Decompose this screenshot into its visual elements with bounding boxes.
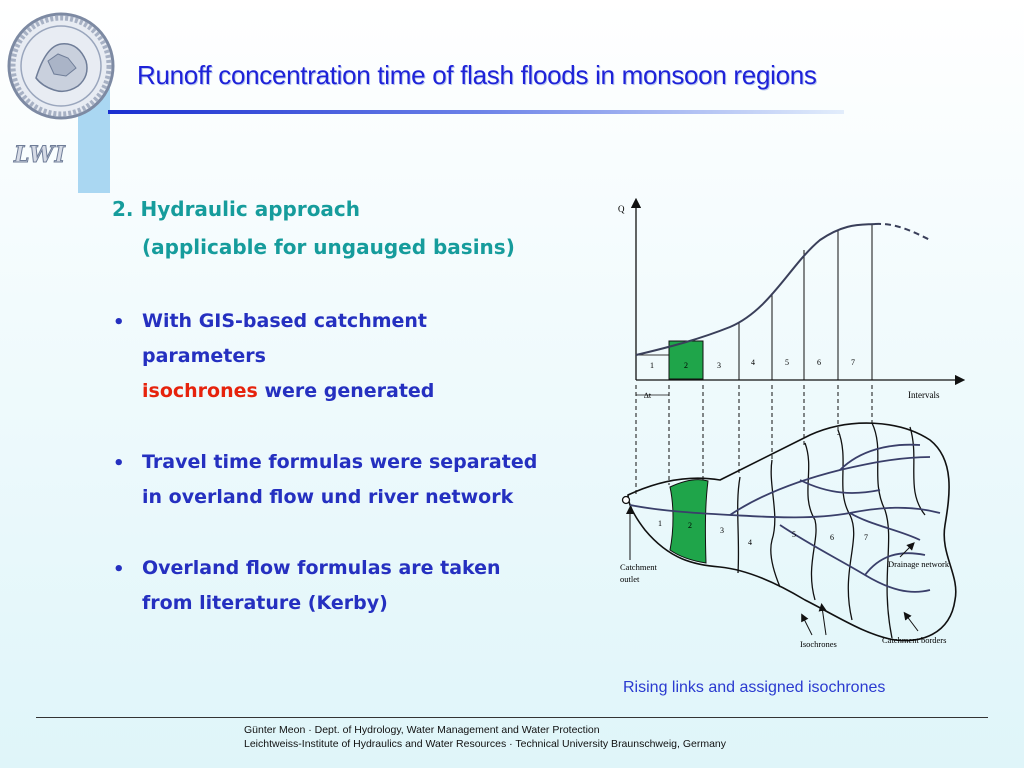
- bullet-dot: •: [113, 453, 125, 474]
- bullet-2: Travel time formulas were separated in o…: [142, 445, 537, 515]
- catchment-outlet-label: Catchment: [620, 562, 657, 572]
- interval-label: 5: [785, 358, 789, 367]
- interval-label: 7: [851, 358, 855, 367]
- isochrones: [737, 422, 926, 639]
- catchment-outlet-label: outlet: [620, 574, 640, 584]
- interval-label: 4: [751, 358, 755, 367]
- catchment-border: [627, 422, 957, 642]
- isochrone-label: 3: [720, 526, 724, 535]
- bullet-3: Overland flow formulas are taken from li…: [142, 551, 501, 621]
- university-seal: [7, 12, 115, 120]
- extrapolated-limb: [874, 222, 931, 241]
- title-underline: [108, 110, 844, 114]
- footer-divider: [36, 717, 988, 718]
- intervals-label: Intervals: [908, 390, 940, 400]
- lwi-logo: LWI: [14, 142, 66, 169]
- bullet-2-line-2: in overland flow und river network: [142, 486, 514, 508]
- bullet-dot: •: [113, 312, 125, 333]
- bullet-1-line-3: isochrones were generated: [142, 374, 434, 409]
- isochrones-label: Isochrones: [800, 639, 837, 649]
- interval-label: 6: [817, 358, 821, 367]
- isochrone-label: 1: [658, 519, 662, 528]
- isochrone-label: 4: [748, 538, 752, 547]
- isochrone-label: 7: [864, 533, 868, 542]
- delta-t-label: ∆t: [644, 391, 652, 400]
- interval-label: 1: [650, 361, 654, 370]
- bullet-3-line-2: from literature (Kerby): [142, 592, 388, 614]
- footer-line-1: Günter Meon · Dept. of Hydrology, Water …: [244, 724, 600, 736]
- footer: Günter Meon · Dept. of Hydrology, Water …: [244, 723, 726, 751]
- bullet-1-line-2: parameters: [142, 345, 266, 367]
- figure-caption: Rising links and assigned isochrones: [623, 679, 886, 696]
- heading-line-1: 2. Hydraulic approach: [112, 197, 361, 221]
- isochrones-highlight: isochrones: [142, 380, 258, 402]
- drainage-network: [629, 443, 941, 593]
- bullet-dot: •: [113, 559, 125, 580]
- highlighted-interval: [668, 340, 704, 380]
- drainage-network-label: Drainage network: [888, 559, 950, 569]
- isochrone-label: 6: [830, 533, 834, 542]
- isochrone-label: 5: [792, 530, 796, 539]
- isochrone-highlight-zone: [669, 479, 709, 564]
- bullet-3-line-1: Overland flow formulas are taken: [142, 557, 501, 579]
- bullet-1-line-1: With GIS-based catchment: [142, 310, 428, 332]
- q-axis-label: Q: [618, 204, 625, 214]
- interval-connectors: [635, 385, 873, 495]
- isochrone-label: 2: [688, 521, 692, 530]
- rising-limb: [635, 223, 876, 356]
- bullet-1: With GIS-based catchment parameters isoc…: [142, 304, 434, 409]
- bullet-2-line-1: Travel time formulas were separated: [142, 451, 538, 473]
- catchment-borders-label: Catchment borders: [882, 635, 946, 645]
- footer-line-2: Leichtweiss-Institute of Hydraulics and …: [244, 738, 727, 750]
- interval-label: 3: [717, 361, 721, 370]
- bullet-1-line-3-rest: were generated: [264, 380, 435, 402]
- interval-label: 2: [684, 361, 688, 370]
- isochrone-diagram: Q Intervals 1 2 3 4 5 6 7 ∆t: [618, 197, 966, 649]
- catchment-outlet-marker: [621, 495, 631, 505]
- slide-title: Runoff concentration time of flash flood…: [137, 60, 817, 90]
- heading-line-2: (applicable for ungauged basins): [142, 235, 515, 259]
